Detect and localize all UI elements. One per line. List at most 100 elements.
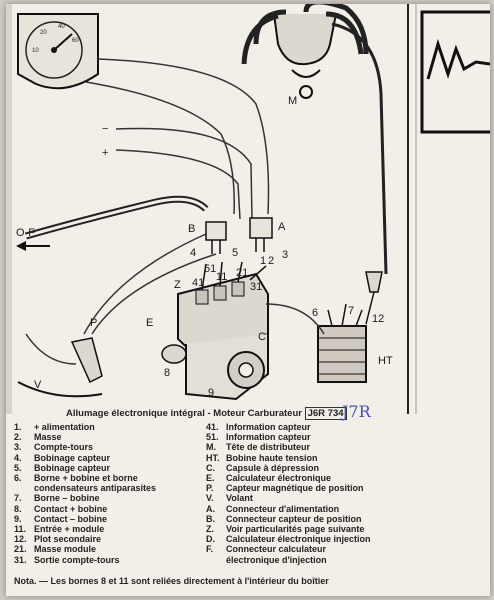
- legend-item: 21. Masse module: [14, 544, 214, 554]
- caption-text: Allumage électronique intégral - Moteur …: [66, 408, 302, 419]
- legend-text: Borne + bobine et borne: [34, 473, 138, 484]
- legend-text: + alimentation: [34, 422, 95, 432]
- position-sensor-p: [25, 233, 217, 384]
- label-pin-6: 6: [312, 307, 318, 319]
- legend-right: 41. Information capteur 51. Information cap…: [206, 422, 426, 565]
- label-pin-41: 41: [192, 277, 204, 289]
- legend-key: 41.: [206, 422, 219, 432]
- ignition-wiring-diagram: 20 40 60 10: [6, 4, 490, 414]
- label-z: Z: [174, 279, 181, 291]
- legend-item: B.Connecteur capteur de position: [206, 514, 426, 524]
- legend-key: 2.: [14, 432, 22, 443]
- label-a: A: [278, 221, 286, 233]
- flywheel-v: [17, 381, 103, 398]
- distributor-body: [161, 334, 269, 401]
- legend-key: 8.: [14, 503, 22, 514]
- handwritten-note: J7R: [342, 402, 371, 421]
- label-v: V: [34, 379, 42, 391]
- legend-key: 3.: [14, 442, 22, 453]
- label-plus: +: [102, 147, 108, 159]
- label-minus: −: [102, 123, 108, 135]
- legend-text: Contact + bobine: [34, 503, 108, 514]
- label-m: M: [288, 95, 297, 107]
- legend-key: 9.: [14, 513, 22, 524]
- label-pin-31: 31: [250, 281, 262, 293]
- label-e: E: [146, 317, 153, 329]
- svg-text:60: 60: [72, 38, 79, 44]
- legend-key: V.: [206, 493, 214, 504]
- label-pin-9: 9: [208, 387, 214, 399]
- legend-key: 5.: [14, 462, 22, 473]
- legend-item: 1.+ alimentation: [14, 422, 214, 432]
- legend-item: F. Connecteur calculateur: [206, 544, 426, 554]
- legend-key: P.: [206, 483, 214, 494]
- legend-key: 11.: [14, 524, 27, 535]
- legend-text: Voir particularités page suivante: [226, 524, 365, 535]
- legend-text: Bobine haute tension: [226, 452, 318, 463]
- legend-item: 51. Information capteur: [206, 432, 426, 442]
- label-pin-11: 11: [216, 271, 227, 283]
- legend-text: Capteur magnétique de position: [226, 483, 364, 494]
- legend-text: Information capteur: [226, 432, 311, 443]
- legend-item: condensateurs antiparasites: [14, 483, 214, 493]
- label-pin-4: 4: [190, 247, 196, 259]
- legend-item: P. Capteur magnétique de position: [206, 483, 426, 493]
- legend-key: [206, 555, 226, 565]
- legend-text: Connecteur capteur de position: [226, 513, 362, 524]
- label-b: B: [188, 223, 195, 235]
- legend-text: condensateurs antiparasites: [34, 483, 157, 494]
- label-pin-51: 51: [204, 263, 216, 275]
- legend-item: A.Connecteur d'alimentation: [206, 504, 426, 514]
- legend-text: Masse: [34, 432, 62, 443]
- legend-item: M. Tête de distributeur: [206, 442, 426, 452]
- legend-item: 41. Information capteur: [206, 422, 426, 432]
- legend-text: Tête de distributeur: [226, 442, 311, 453]
- legend-item: V. Volant: [206, 493, 426, 503]
- svg-text:20: 20: [40, 30, 47, 36]
- legend-item: 11.Entrée + module: [14, 524, 214, 534]
- legend-key: [14, 483, 34, 493]
- legend-key: F.: [206, 544, 214, 555]
- legend-key: A.: [206, 503, 215, 514]
- legend-item: 5.Bobinage capteur: [14, 463, 214, 473]
- scanned-page: 20 40 60 10: [6, 4, 490, 596]
- legend-key: 31.: [14, 554, 27, 565]
- legend-item: 12.Plot secondaire: [14, 534, 214, 544]
- legend-text: Connecteur calculateur: [226, 544, 327, 555]
- ignition-coil-ht: [317, 303, 367, 383]
- legend-key: 4.: [14, 452, 22, 463]
- label-pin-7: 7: [348, 305, 354, 317]
- legend-key: 7.: [14, 493, 22, 504]
- legend-text: Capsule à dépression: [226, 462, 320, 473]
- legend-text: Plot secondaire: [34, 534, 102, 545]
- legend-item: 31.Sortie compte-tours: [14, 555, 214, 565]
- legend-key: HT.: [206, 452, 220, 463]
- label-pin-5: 5: [232, 247, 238, 259]
- legend-text: Borne – bobine: [34, 493, 100, 504]
- legend-item: 3. Compte-tours: [14, 442, 214, 452]
- legend-key: D.: [206, 534, 215, 545]
- legend-text: Volant: [226, 493, 253, 504]
- legend-key: M.: [206, 442, 216, 453]
- legend-item: électronique d'injection: [206, 555, 426, 565]
- legend-item: 8. Contact + bobine: [14, 504, 214, 514]
- legend-text: Bobinage capteur: [34, 452, 111, 463]
- legend-key: 21.: [14, 544, 27, 555]
- figure-caption: Allumage électronique intégral - Moteur …: [66, 407, 347, 420]
- legend-key: Z.: [206, 524, 214, 535]
- legend-text: Information capteur: [226, 422, 311, 432]
- tachometer-gauge: 20 40 60 10: [17, 13, 99, 90]
- legend-item: 9.Contact – bobine: [14, 514, 214, 524]
- legend-item: 7. Borne – bobine: [14, 493, 214, 503]
- svg-text:40: 40: [58, 24, 65, 30]
- legend-key: 51.: [206, 432, 219, 443]
- legend-key: 6.: [14, 473, 22, 484]
- waveform-icon: [420, 10, 490, 134]
- legend-text: Masse module: [34, 544, 97, 555]
- legend-item: 4. Bobinage capteur: [14, 453, 214, 463]
- svg-text:10: 10: [32, 48, 39, 54]
- distributor-head: [273, 13, 337, 99]
- legend-text: Compte-tours: [34, 442, 93, 453]
- label-pin-1: 1: [260, 255, 266, 267]
